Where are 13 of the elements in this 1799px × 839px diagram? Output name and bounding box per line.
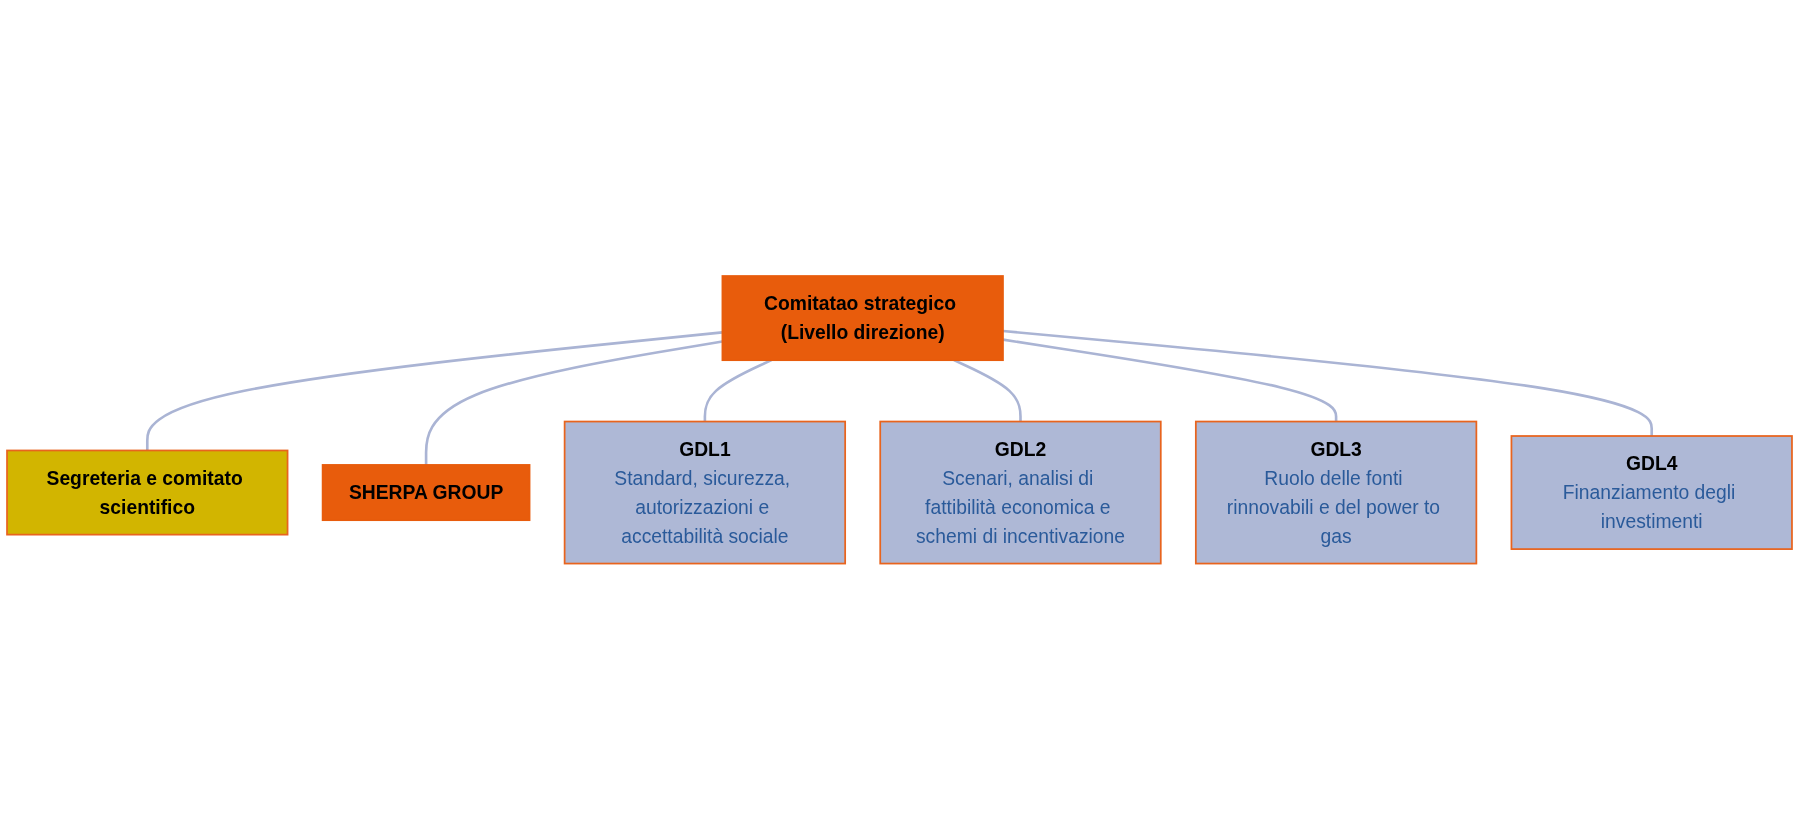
connector: [1002, 338, 1338, 422]
node-box: GDL2 Scenari, analisi di fattibilità economica e schemi di incentivazione: [879, 420, 1162, 565]
node-box: Segreteria e comitato scientifico: [6, 449, 289, 536]
node-box: GDL3 Ruolo delle fonti rinnovabili e del power to gas: [1194, 420, 1478, 565]
node-box: GDL1 Standard, sicurezza, autorizzazioni e accettabilità sociale: [563, 420, 847, 565]
connector: [953, 358, 1022, 422]
node-box: Comitatao strategico (Livello direzione): [721, 274, 1004, 361]
node-box: GDL4 Finanziamento degli investimenti: [1510, 434, 1793, 550]
connector: [703, 358, 772, 422]
connector: [424, 339, 723, 465]
connector: [1002, 329, 1654, 436]
node-box: SHERPA GROUP: [321, 463, 531, 521]
connector: [145, 330, 723, 451]
